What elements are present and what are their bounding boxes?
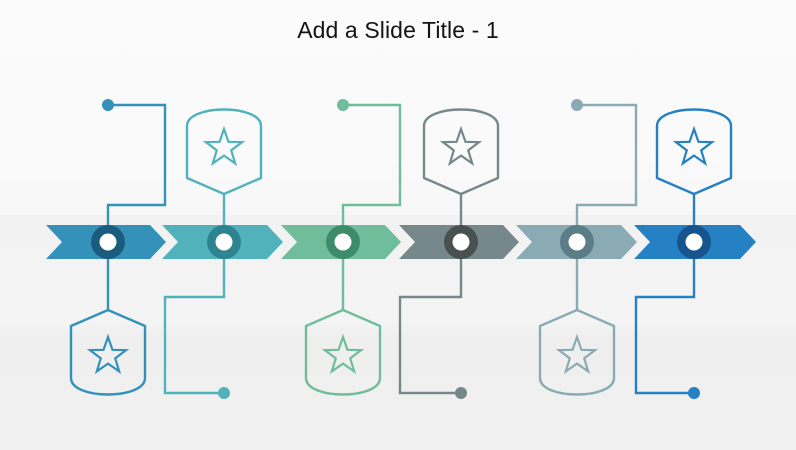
connector-bracket-step-1 [106, 103, 167, 242]
connector-bracket-step-6 [634, 242, 696, 395]
milestone-node-center-step-1 [99, 233, 117, 251]
star-icon-step-5 [555, 333, 599, 375]
connector-endpoint-dot-step-3[interactable] [337, 99, 349, 111]
milestone-node-center-step-6 [685, 233, 703, 251]
badge-step-5[interactable] [538, 308, 616, 396]
connector-bracket-step-2 [163, 242, 226, 395]
star-icon-step-6 [672, 125, 716, 167]
connector-endpoint-dot-step-6[interactable] [688, 387, 700, 399]
connector-endpoint-dot-step-4[interactable] [455, 387, 467, 399]
node-layer [91, 225, 711, 259]
chevron-layer [46, 225, 756, 259]
connector-layer [102, 99, 700, 399]
connector-bracket-step-3 [341, 103, 402, 242]
badge-step-4[interactable] [422, 108, 500, 196]
milestone-node-center-step-4 [452, 233, 470, 251]
milestone-node-center-step-2 [215, 233, 233, 251]
star-icon-step-1 [86, 333, 130, 375]
star-icon-step-4 [439, 125, 483, 167]
star-icon-step-3 [321, 333, 365, 375]
connector-bracket-step-4 [398, 242, 463, 395]
connector-endpoint-dot-step-5[interactable] [571, 99, 583, 111]
milestone-node-center-step-5 [568, 233, 586, 251]
page-title: Add a Slide Title - 1 [297, 17, 499, 43]
badge-step-1[interactable] [69, 308, 147, 396]
connector-bracket-step-5 [575, 103, 638, 242]
badge-step-3[interactable] [304, 308, 382, 396]
badge-layer [69, 108, 733, 396]
milestone-node-center-step-3 [334, 233, 352, 251]
badge-step-2[interactable] [185, 108, 263, 196]
badge-step-6[interactable] [655, 108, 733, 196]
connector-endpoint-dot-step-1[interactable] [102, 99, 114, 111]
star-icon-step-2 [202, 125, 246, 167]
connector-endpoint-dot-step-2[interactable] [218, 387, 230, 399]
